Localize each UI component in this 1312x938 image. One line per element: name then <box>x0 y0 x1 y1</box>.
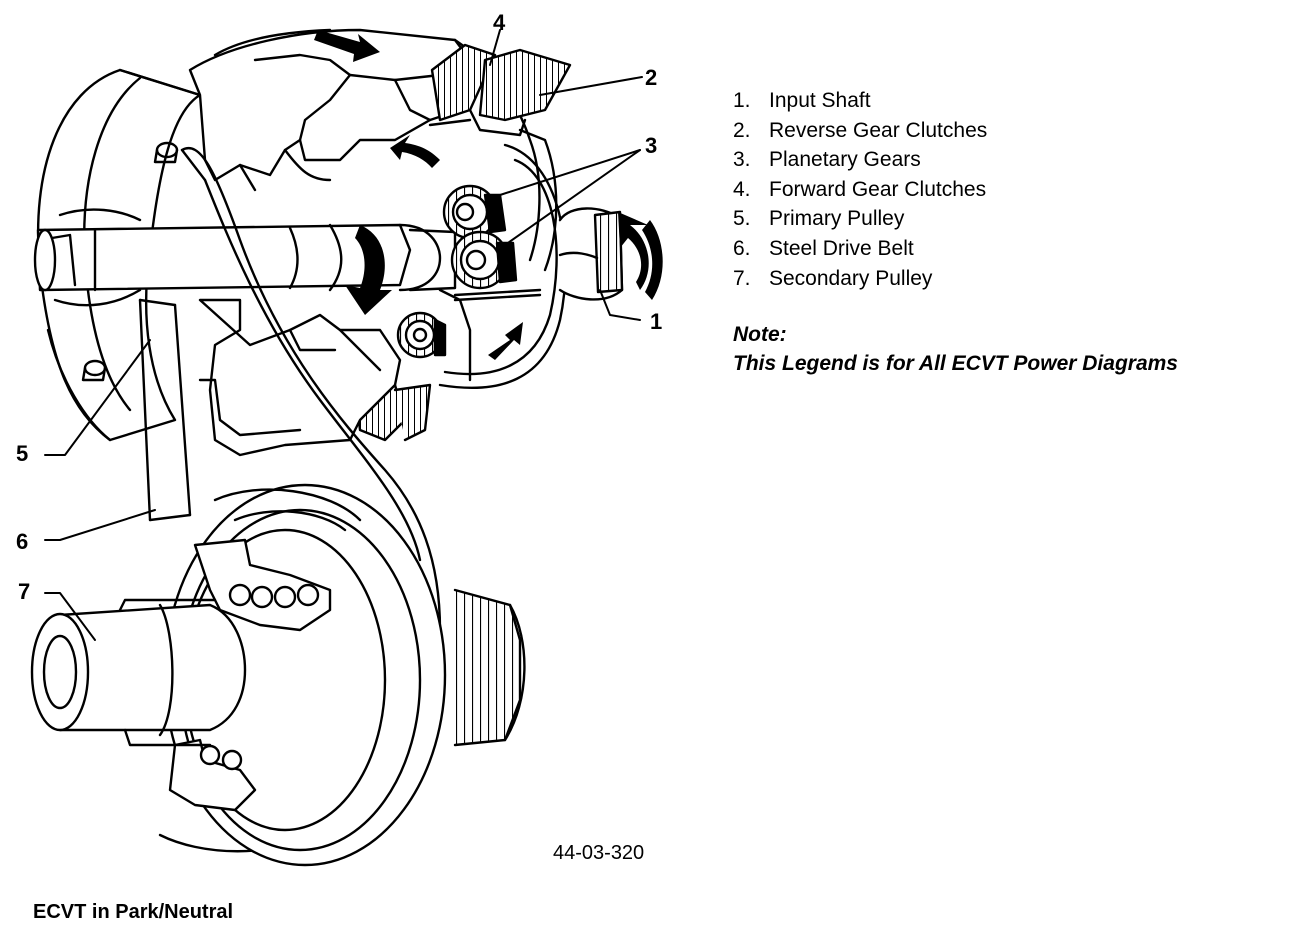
legend-label: Steel Drive Belt <box>769 236 914 260</box>
legend-label: Input Shaft <box>769 89 871 112</box>
note-text: This Legend is for All ECVT Power Diagra… <box>733 352 1178 375</box>
callout-4: 4 <box>493 10 506 35</box>
legend-item: 3. Planetary Gears <box>733 145 987 175</box>
callout-2: 2 <box>645 65 658 90</box>
legend-item: 7. Secondary Pulley <box>733 264 987 294</box>
secondary-shaft <box>30 598 247 747</box>
legend-number: 3. <box>733 148 751 172</box>
legend-item: 6. Steel Drive Belt <box>733 234 987 264</box>
legend-label: Forward Gear Clutches <box>769 177 987 201</box>
figure-caption: ECVT in Park/Neutral <box>33 901 234 923</box>
legend-number: 7. <box>733 266 751 290</box>
callout-1: 1 <box>650 309 663 334</box>
legend-label: Planetary Gears <box>769 148 921 172</box>
leader-lines <box>44 29 643 641</box>
flow-arrows <box>314 30 663 360</box>
callout-3: 3 <box>645 133 658 158</box>
legend: 1. Input Shaft 2. Reverse Gear Clutches 3.… <box>733 86 987 293</box>
note-title: Note: <box>733 323 787 346</box>
legend-label: Reverse Gear Clutches <box>769 118 988 142</box>
input-shaft <box>33 223 457 292</box>
legend-label: Secondary Pulley <box>769 266 933 290</box>
legend-number: 2. <box>733 118 751 142</box>
secondary-pulley <box>163 483 526 867</box>
legend-number: 5. <box>733 207 751 231</box>
legend-number: 6. <box>733 236 751 260</box>
input-shaft-end <box>558 207 624 301</box>
legend-item: 4. Forward Gear Clutches <box>733 175 987 205</box>
callout-7: 7 <box>18 579 31 604</box>
legend-label: Primary Pulley <box>769 207 905 231</box>
legend-item: 5. Primary Pulley <box>733 204 987 234</box>
planetary-gears <box>396 143 567 389</box>
legend-item: 1. Input Shaft <box>733 86 987 116</box>
legend-item: 2. Reverse Gear Clutches <box>733 116 987 146</box>
legend-number: 4. <box>733 177 751 201</box>
callout-5: 5 <box>16 441 29 466</box>
callout-6: 6 <box>16 529 29 554</box>
housing-lower <box>198 298 402 457</box>
clutch-plates-top <box>428 43 572 137</box>
figure-id: 44-03-320 <box>553 842 645 864</box>
legend-number: 1. <box>733 89 751 112</box>
